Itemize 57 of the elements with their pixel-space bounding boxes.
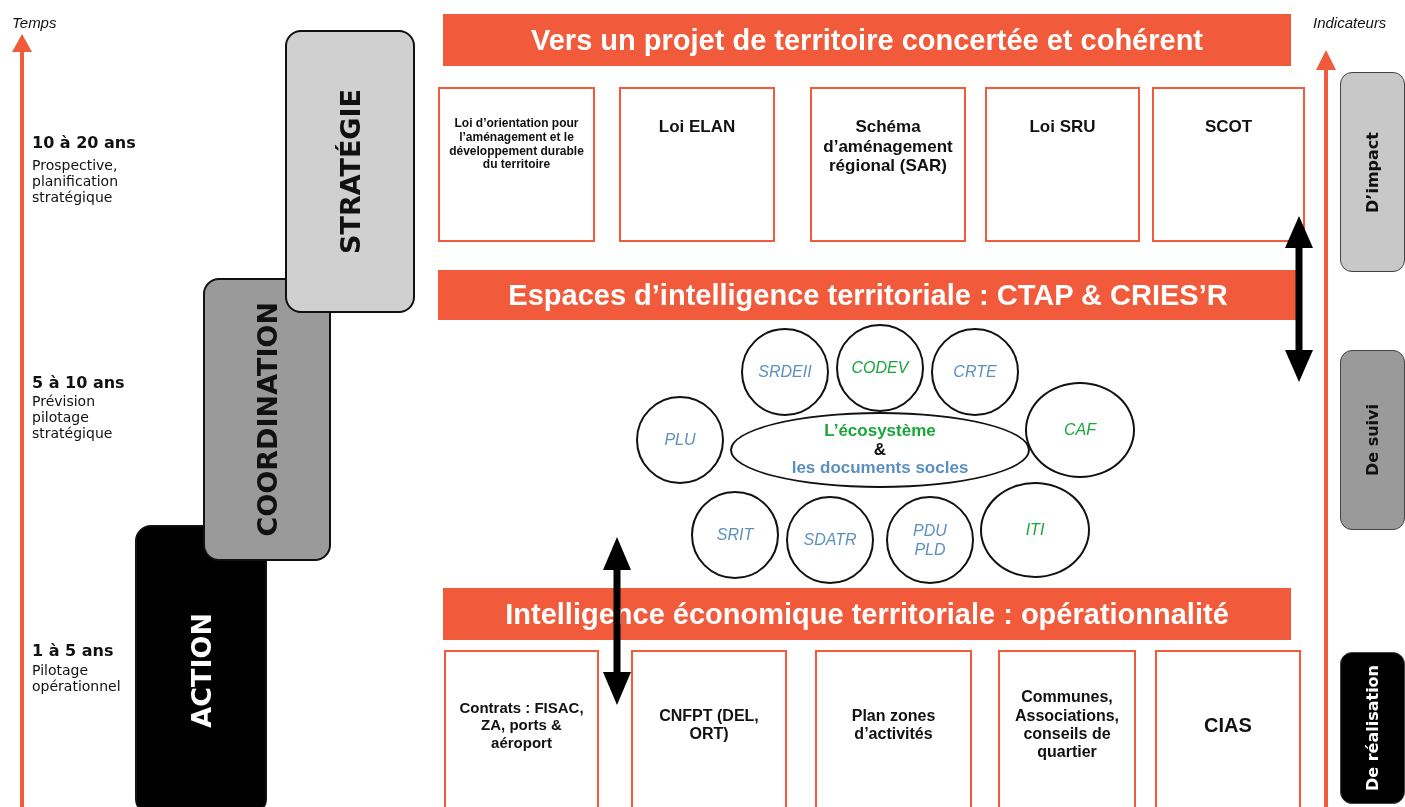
box-text: Communes, Associations, conseils de quartier: [1014, 688, 1120, 762]
document-box: [810, 87, 966, 242]
indicator-tab: [1340, 652, 1405, 804]
box-text: CIAS: [1204, 713, 1252, 737]
axis-title: Indicateurs: [1313, 14, 1387, 31]
banner-title: Vers un projet de territoire concertée et cohérent: [530, 23, 1203, 57]
box-text: Plan zones d’activités: [850, 706, 937, 744]
central-ellipse: [730, 412, 1030, 488]
duration-label: 10 à 20 ans: [32, 133, 136, 152]
horizon-description: Pilotage opérationnel: [32, 662, 122, 695]
box-text: Loi d’orientation pour l’aménagement et le développement durable du territoire: [448, 117, 585, 173]
stage-block: [285, 30, 415, 313]
box-text: Schéma d’aménagement régional (SAR): [822, 117, 954, 176]
box-text: CNFPT (DEL, ORT): [658, 706, 760, 744]
circle-label: ITI: [1025, 520, 1045, 540]
box-text: SCOT: [1204, 117, 1253, 137]
document-box: [815, 650, 972, 807]
indicator-label: De réalisation: [1363, 664, 1382, 791]
axis-title: Temps: [12, 14, 57, 31]
duration-label: 1 à 5 ans: [32, 641, 114, 660]
stage-block: [203, 278, 331, 561]
indicator-label: D’impact: [1363, 131, 1382, 213]
circle-label: SRDEII: [758, 362, 812, 382]
document-box: [1155, 650, 1301, 807]
indicator-tab: [1340, 72, 1405, 272]
circle-label: SRIT: [716, 525, 754, 545]
ellipse-text: les documents socles: [791, 459, 969, 479]
duration-label: 5 à 10 ans: [32, 373, 125, 392]
stage-label: COORDINATION: [251, 302, 283, 537]
document-box: [1152, 87, 1305, 242]
banner-title: Espaces d’intelligence territoriale : CTAP & CRIES’R: [508, 278, 1228, 312]
indicator-tab: [1340, 350, 1405, 530]
section-banner: [443, 14, 1291, 66]
circle-label: SDATR: [803, 530, 857, 550]
document-box: [619, 87, 775, 242]
circle-label: CAF: [1064, 420, 1096, 440]
box-text: Loi ELAN: [658, 117, 736, 137]
stage-label: STRATÉGIE: [334, 89, 366, 254]
circle-label: CODEV: [851, 358, 909, 378]
document-box: [631, 650, 787, 807]
box-text: Loi SRU: [1029, 117, 1096, 137]
circle-label: PLU: [664, 430, 696, 450]
horizon-description: Prévision pilotage stratégique: [32, 393, 114, 442]
document-box: [985, 87, 1140, 242]
horizon-description: Prospective, planification stratégique: [32, 157, 120, 206]
indicator-label: De suivi: [1363, 404, 1382, 476]
section-banner: [438, 270, 1298, 320]
document-box: [444, 650, 599, 807]
box-text: Contrats : FISAC, ZA, ports & aéroport: [458, 699, 585, 751]
circle-label: CRTE: [953, 362, 997, 382]
section-banner: [443, 588, 1291, 640]
ellipse-text: &: [873, 440, 887, 460]
document-box: [438, 87, 595, 242]
circle-label: PDU PLD: [912, 520, 948, 560]
document-box: [998, 650, 1136, 807]
ellipse-text: L’écosystème: [824, 421, 936, 441]
stage-label: ACTION: [185, 612, 217, 728]
